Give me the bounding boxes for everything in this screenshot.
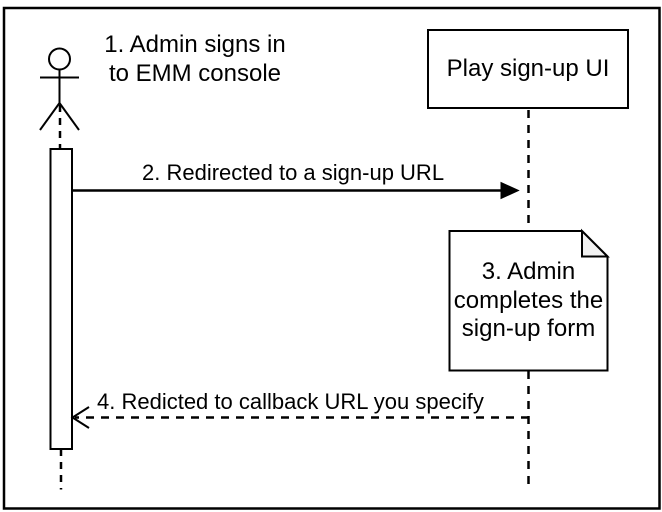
message-redirect-label: 2. Redirected to a sign-up URL bbox=[142, 160, 445, 185]
message-callback-label: 4. Redicted to callback URL you specify bbox=[97, 389, 484, 414]
filled-arrowhead-icon bbox=[500, 181, 520, 200]
actor-step-label: 1. Admin signs in to EMM console bbox=[104, 31, 286, 87]
note-fold-icon bbox=[581, 228, 610, 258]
participant-box-play-signup-ui: Play sign-up UI bbox=[427, 29, 629, 109]
activation-bar bbox=[49, 148, 73, 450]
open-arrowhead-icon bbox=[70, 406, 90, 429]
note-label: 3. Admin completes the sign-up form bbox=[453, 257, 604, 343]
message-arrow-callback bbox=[70, 406, 529, 429]
diagram-frame bbox=[2, 6, 661, 510]
participant-label: Play sign-up UI bbox=[446, 55, 610, 82]
actor-icon bbox=[39, 47, 80, 131]
note-shape bbox=[448, 228, 610, 372]
message-arrow-redirect bbox=[72, 181, 520, 200]
